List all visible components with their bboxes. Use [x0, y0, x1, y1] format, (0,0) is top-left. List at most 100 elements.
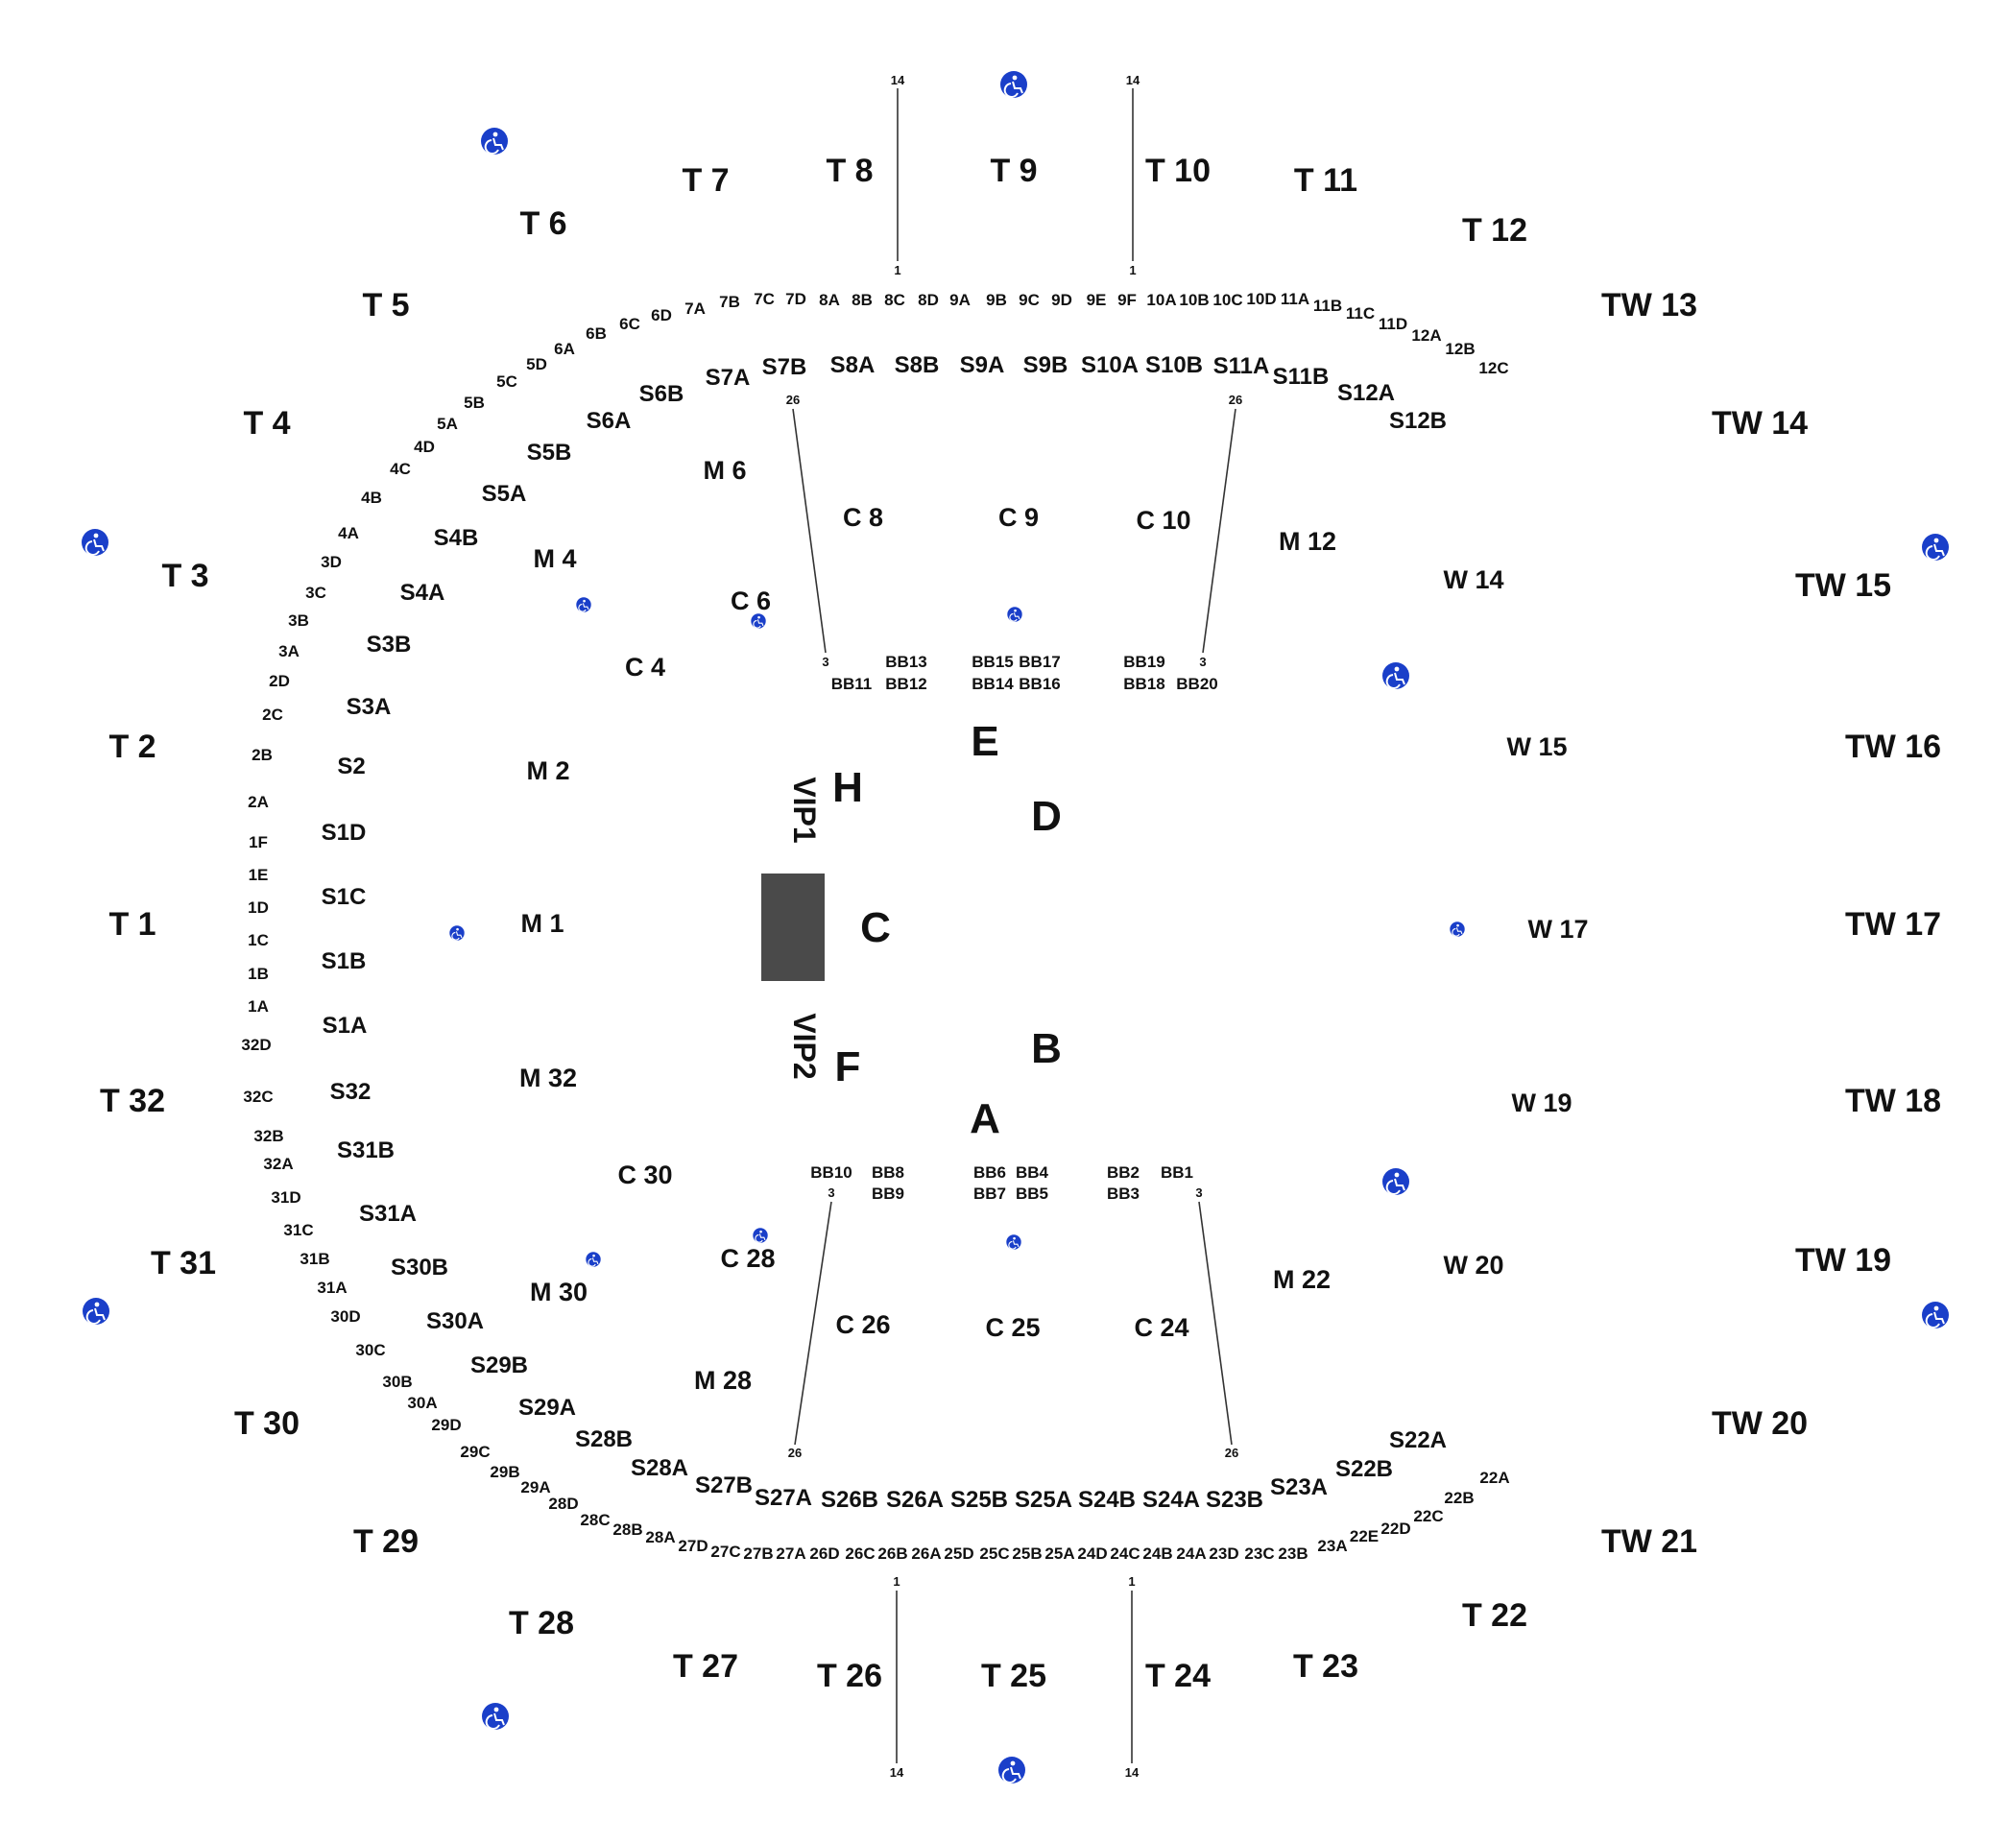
section-label[interactable]: 23A — [1317, 1537, 1347, 1555]
section-label[interactable]: C 10 — [1136, 506, 1190, 535]
section-label[interactable]: T 23 — [1293, 1648, 1358, 1685]
section-label[interactable]: S31A — [359, 1201, 417, 1227]
section-label[interactable]: 4D — [414, 438, 435, 456]
section-label[interactable]: 9F — [1117, 291, 1137, 309]
section-label[interactable]: 1C — [248, 931, 269, 949]
section-label[interactable]: T 27 — [673, 1648, 738, 1685]
section-label[interactable]: M 6 — [703, 456, 746, 485]
section-label[interactable]: T 12 — [1462, 212, 1527, 249]
section-label[interactable]: BB7 — [973, 1185, 1006, 1203]
section-label[interactable]: 8D — [918, 291, 939, 309]
section-label[interactable]: S30B — [391, 1255, 448, 1281]
floor-zone-label[interactable]: C — [860, 904, 891, 951]
section-label[interactable]: 6C — [619, 315, 640, 333]
section-label[interactable]: S9B — [1023, 352, 1068, 378]
section-label[interactable]: 24B — [1142, 1544, 1172, 1563]
section-label[interactable]: M 1 — [520, 909, 564, 938]
section-label[interactable]: T 2 — [108, 729, 156, 765]
section-label[interactable]: 7B — [719, 293, 740, 311]
section-label[interactable]: M 22 — [1273, 1265, 1331, 1294]
section-label[interactable]: S11A — [1213, 353, 1270, 379]
section-label[interactable]: C 26 — [835, 1310, 890, 1339]
section-label[interactable]: 5B — [464, 394, 485, 412]
section-label[interactable]: 7D — [785, 290, 806, 308]
section-label[interactable]: 2A — [248, 793, 269, 811]
section-label[interactable]: T 24 — [1145, 1658, 1211, 1694]
section-label[interactable]: S22A — [1389, 1427, 1447, 1453]
section-label[interactable]: 32B — [253, 1127, 283, 1145]
section-label[interactable]: 12A — [1411, 326, 1441, 345]
section-label[interactable]: 11C — [1346, 304, 1375, 323]
section-label[interactable]: S28A — [631, 1455, 688, 1481]
section-label[interactable]: BB18 — [1123, 675, 1164, 693]
section-label[interactable]: BB4 — [1016, 1163, 1049, 1182]
section-label[interactable]: S9A — [960, 352, 1005, 378]
section-label[interactable]: 10D — [1246, 290, 1276, 308]
section-label[interactable]: T 3 — [161, 558, 208, 594]
section-label[interactable]: S31B — [337, 1137, 395, 1163]
section-label[interactable]: S7A — [706, 365, 751, 391]
section-label[interactable]: 24D — [1077, 1544, 1107, 1563]
section-label[interactable]: 22B — [1444, 1489, 1474, 1507]
section-label[interactable]: 31C — [283, 1221, 313, 1239]
section-label[interactable]: 7C — [754, 290, 775, 308]
section-label[interactable]: C 9 — [998, 503, 1039, 532]
section-label[interactable]: T 8 — [826, 153, 873, 189]
section-label[interactable]: T 28 — [509, 1605, 574, 1641]
section-label[interactable]: 1B — [248, 965, 269, 983]
section-label[interactable]: 1E — [249, 866, 269, 884]
section-label[interactable]: 29A — [520, 1478, 550, 1496]
section-label[interactable]: S6A — [587, 408, 632, 434]
section-label[interactable]: T 5 — [362, 287, 409, 323]
section-label[interactable]: BB10 — [810, 1163, 852, 1182]
section-label[interactable]: M 12 — [1279, 527, 1336, 556]
section-label[interactable]: S25B — [950, 1487, 1008, 1513]
section-label[interactable]: 30D — [330, 1307, 360, 1326]
section-label[interactable]: 6A — [554, 340, 575, 358]
section-label[interactable]: 12C — [1478, 359, 1508, 377]
section-label[interactable]: 5A — [437, 415, 458, 433]
section-label[interactable]: S1B — [322, 948, 367, 974]
section-label[interactable]: S5B — [527, 440, 572, 466]
section-label[interactable]: T 25 — [981, 1658, 1046, 1694]
section-label[interactable]: W 19 — [1511, 1089, 1572, 1117]
section-label[interactable]: C 4 — [625, 653, 665, 682]
floor-zone-label[interactable]: F — [835, 1043, 861, 1090]
section-label[interactable]: S24B — [1078, 1487, 1136, 1513]
section-label[interactable]: 2C — [262, 706, 283, 724]
section-label[interactable]: 22E — [1350, 1527, 1379, 1545]
section-label[interactable]: 27B — [743, 1544, 773, 1563]
section-label[interactable]: 3A — [278, 642, 300, 660]
section-label[interactable]: BB3 — [1107, 1185, 1140, 1203]
section-label[interactable]: 26A — [911, 1544, 941, 1563]
section-label[interactable]: 28D — [548, 1495, 578, 1513]
section-label[interactable]: 27A — [776, 1544, 805, 1563]
floor-zone-label[interactable]: D — [1031, 793, 1062, 840]
section-label[interactable]: S3A — [347, 694, 392, 720]
section-label[interactable]: BB16 — [1019, 675, 1060, 693]
section-label[interactable]: S10A — [1081, 352, 1139, 378]
section-label[interactable]: T 30 — [234, 1405, 300, 1442]
section-label[interactable]: 31B — [300, 1250, 329, 1268]
section-label[interactable]: S27B — [695, 1472, 753, 1498]
section-label[interactable]: T 29 — [353, 1523, 419, 1560]
section-label[interactable]: T 26 — [817, 1658, 882, 1694]
section-label[interactable]: 12B — [1445, 340, 1475, 358]
section-label[interactable]: M 28 — [694, 1366, 752, 1395]
floor-zone-label[interactable]: B — [1031, 1025, 1062, 1072]
section-label[interactable]: TW 21 — [1601, 1523, 1697, 1560]
section-label[interactable]: C 8 — [843, 503, 883, 532]
section-label[interactable]: BB1 — [1161, 1163, 1193, 1182]
section-label[interactable]: M 30 — [530, 1278, 588, 1306]
floor-zone-label[interactable]: E — [971, 718, 998, 765]
section-label[interactable]: BB11 — [831, 675, 873, 693]
section-label[interactable]: 1D — [248, 898, 269, 917]
section-label[interactable]: S11B — [1273, 364, 1330, 390]
section-label[interactable]: BB17 — [1019, 653, 1060, 671]
section-label[interactable]: 6D — [651, 306, 672, 324]
section-label[interactable]: BB9 — [872, 1185, 904, 1203]
section-label[interactable]: 26B — [877, 1544, 907, 1563]
section-label[interactable]: W 17 — [1527, 915, 1588, 944]
section-label[interactable]: S4B — [434, 525, 479, 551]
section-label[interactable]: 9E — [1087, 291, 1107, 309]
